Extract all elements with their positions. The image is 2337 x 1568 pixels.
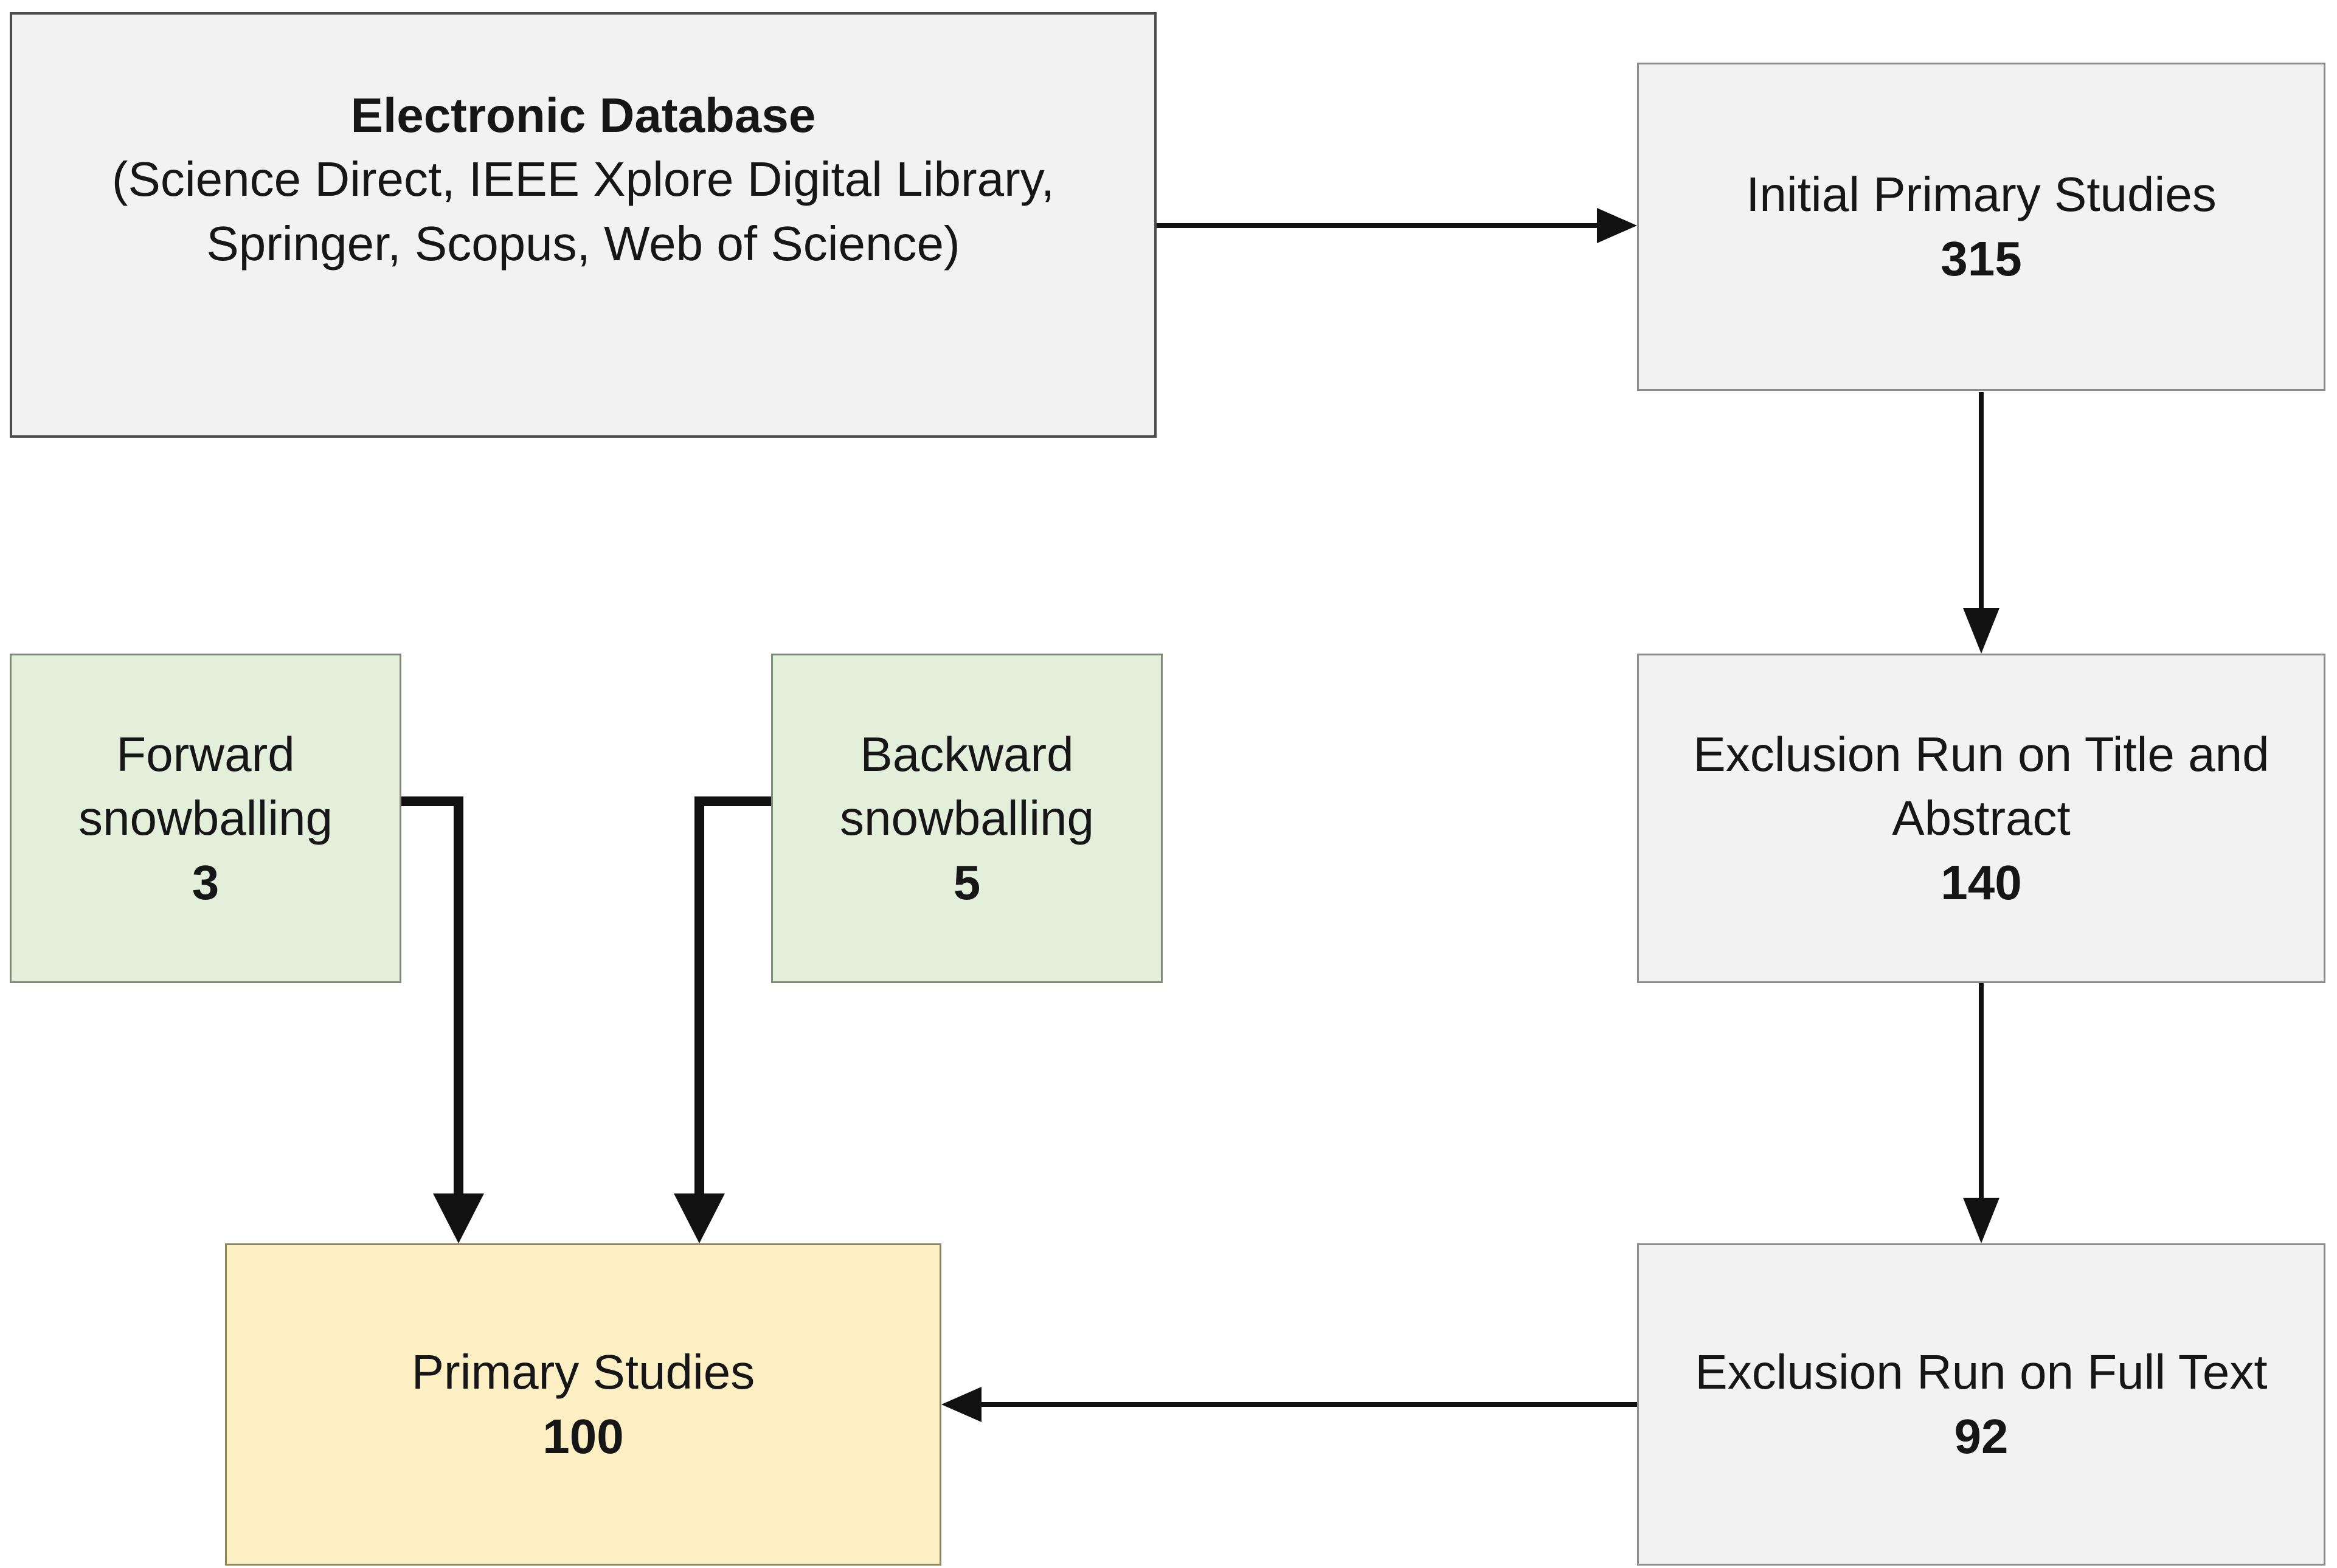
exclusion-title-abstract-line1: Exclusion Run on Title and [1693, 727, 2269, 781]
node-primary-studies: Primary Studies 100 [225, 1243, 941, 1566]
node-electronic-database: Electronic Database (Science Direct, IEE… [10, 12, 1157, 438]
electronic-database-sources-line2: Springer, Scopus, Web of Science) [206, 216, 960, 271]
arrow-line [694, 796, 704, 1195]
arrow-line [1979, 392, 1984, 614]
forward-snowballing-count: 3 [192, 855, 220, 910]
exclusion-title-abstract-line2: Abstract [1892, 791, 2071, 846]
arrow-line [694, 796, 771, 806]
forward-snowballing-line2: snowballing [78, 791, 333, 846]
arrow-head-down-icon [1963, 1198, 1999, 1243]
node-exclusion-title-abstract: Exclusion Run on Title and Abstract 140 [1637, 654, 2325, 983]
primary-studies-count: 100 [542, 1409, 624, 1463]
arrow-line [401, 796, 463, 806]
backward-snowballing-count: 5 [953, 855, 981, 910]
initial-primary-studies-label: Initial Primary Studies [1746, 167, 2217, 222]
arrow-head-down-icon [674, 1193, 725, 1243]
arrow-head-down-icon [433, 1193, 484, 1243]
node-backward-snowballing: Backward snowballing 5 [771, 654, 1163, 983]
exclusion-title-abstract-count: 140 [1941, 855, 2022, 910]
arrow-line [1979, 983, 1984, 1201]
exclusion-full-text-count: 92 [1954, 1409, 2009, 1463]
arrow-head-right-icon [1597, 208, 1637, 243]
primary-studies-label: Primary Studies [411, 1345, 755, 1400]
arrow-head-left-icon [941, 1387, 982, 1422]
exclusion-full-text-label: Exclusion Run on Full Text [1695, 1345, 2268, 1400]
node-initial-primary-studies: Initial Primary Studies 315 [1637, 63, 2325, 391]
node-forward-snowballing: Forward snowballing 3 [10, 654, 401, 983]
arrow-line [980, 1402, 1637, 1407]
arrow-head-down-icon [1963, 608, 1999, 654]
arrow-line [454, 796, 463, 1195]
electronic-database-sources-line1: (Science Direct, IEEE Xplore Digital Lib… [111, 152, 1055, 207]
node-exclusion-full-text: Exclusion Run on Full Text 92 [1637, 1243, 2325, 1566]
initial-primary-studies-count: 315 [1941, 232, 2022, 286]
backward-snowballing-line2: snowballing [839, 791, 1095, 846]
backward-snowballing-line1: Backward [860, 727, 1074, 781]
arrow-line [1157, 223, 1597, 228]
electronic-database-title: Electronic Database [350, 88, 816, 142]
forward-snowballing-line1: Forward [116, 727, 295, 781]
